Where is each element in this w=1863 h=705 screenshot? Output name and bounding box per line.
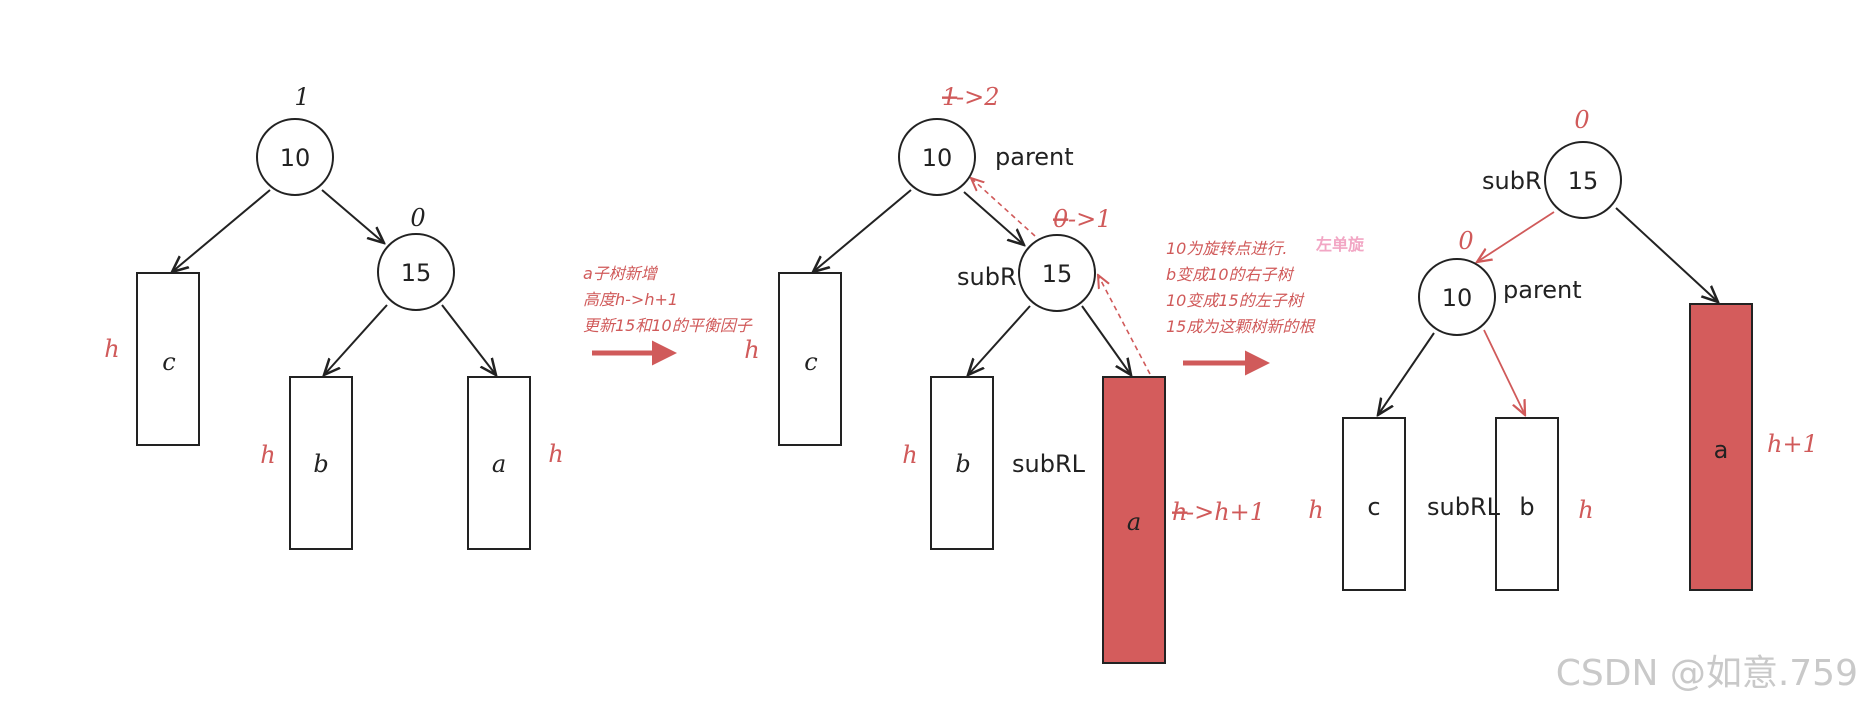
subtree-a xyxy=(467,376,531,550)
subtree-c-name: c xyxy=(804,348,817,376)
note-2: 10为旋转点进行. b变成10的右子树 10变成15的左子树 15成为这颗树新的… xyxy=(1166,235,1365,336)
node-root xyxy=(898,118,976,196)
node-child xyxy=(377,233,455,311)
subtree-b-name: b xyxy=(955,450,970,478)
subtree-c-height: h xyxy=(104,335,119,363)
note-2-line-2: b变成10的右子树 xyxy=(1166,265,1295,284)
edge-15-a xyxy=(441,304,496,375)
edge-10-c xyxy=(813,189,912,272)
node-child-value: 15 xyxy=(1042,260,1073,288)
note-1-line-3: 更新15和10的平衡因子 xyxy=(583,316,753,335)
edge-10-b xyxy=(1483,329,1525,415)
subtree-b-role-label: subRL xyxy=(1012,450,1086,478)
subtree-c-name: c xyxy=(1367,493,1380,521)
subtree-b-name: b xyxy=(1519,493,1534,521)
note-2-line-4: 15成为这颗树新的根 xyxy=(1166,317,1316,336)
edge-15-a xyxy=(1615,207,1718,302)
node-child xyxy=(1418,258,1496,336)
node-root xyxy=(256,118,334,196)
subtree-b-role-label: subRL xyxy=(1427,493,1501,521)
node-root-value: 10 xyxy=(280,144,311,172)
root-balance-factor: 0 xyxy=(1574,106,1589,134)
root-balance-factor: 1 xyxy=(294,83,309,111)
note-1-line-1: a子树新增 xyxy=(583,264,659,283)
subtree-a-name: a xyxy=(1127,508,1141,536)
edge-10-c xyxy=(1378,332,1435,415)
child-balance-new: ->1 xyxy=(1068,205,1112,233)
node-root xyxy=(1544,141,1622,219)
note-1: a子树新增 高度h->h+1 更新15和10的平衡因子 xyxy=(583,264,753,335)
child-role-label: parent xyxy=(1503,276,1582,304)
panel-1: 10 1 15 0 c h b h a h xyxy=(104,83,564,550)
child-balance-factor: 0 xyxy=(1458,227,1473,255)
subtree-b-height: h xyxy=(260,441,275,469)
watermark: CSDN @如意.759 xyxy=(1556,653,1858,694)
edge-15-10 xyxy=(1477,211,1555,262)
edge-15-a xyxy=(1081,305,1131,375)
note-2-line-3: 10变成15的左子树 xyxy=(1166,291,1305,310)
subtree-c-name: c xyxy=(162,348,175,376)
subtree-a xyxy=(1102,376,1166,664)
child-balance-factor: 0 xyxy=(410,204,425,232)
subtree-a-name: a xyxy=(492,450,506,478)
subtree-b-height: h xyxy=(1578,496,1593,524)
subtree-c-height: h xyxy=(744,336,759,364)
note-2-tag: 左单旋 xyxy=(1315,235,1365,254)
note-1-line-2: 高度h->h+1 xyxy=(583,290,678,309)
subtree-a-height-new: ->h+1 xyxy=(1186,498,1265,526)
edge-10-15 xyxy=(321,189,384,243)
subtree-b-height: h xyxy=(902,441,917,469)
subtree-b xyxy=(930,376,994,550)
root-role-label: subR xyxy=(1482,167,1542,195)
note-2-line-1: 10为旋转点进行. xyxy=(1166,239,1287,258)
subtree-c xyxy=(136,272,200,446)
root-balance-old: 1 xyxy=(942,83,957,111)
child-role-label: subR xyxy=(957,263,1017,291)
node-child-value: 10 xyxy=(1442,284,1473,312)
subtree-a-height-old: h xyxy=(1172,498,1187,526)
root-role-label: parent xyxy=(995,143,1074,171)
node-child-value: 15 xyxy=(401,259,432,287)
subtree-a xyxy=(1689,303,1753,591)
subtree-a-height: h xyxy=(548,440,563,468)
subtree-b-name: b xyxy=(313,450,328,478)
subtree-c xyxy=(778,272,842,446)
node-root-value: 10 xyxy=(922,144,953,172)
edge-10-c xyxy=(172,189,271,272)
panel-3: 15 subR 0 10 parent 0 c h b h subRL a h+… xyxy=(1308,106,1818,591)
child-balance-factor: 0 ->1 xyxy=(1053,205,1112,233)
subtree-a-name: a xyxy=(1714,436,1729,464)
subtree-c xyxy=(1342,417,1406,591)
edge-15-b xyxy=(324,304,388,375)
subtree-c-height: h xyxy=(1308,496,1323,524)
panel-2: 10 parent 1 ->2 15 subR 0 ->1 c h b h su… xyxy=(744,83,1265,664)
subtree-b xyxy=(1495,417,1559,591)
subtree-b xyxy=(289,376,353,550)
node-root-value: 15 xyxy=(1568,167,1599,195)
edge-10-15 xyxy=(963,191,1024,245)
child-balance-old: 0 xyxy=(1053,205,1068,233)
edge-15-b xyxy=(968,305,1031,375)
node-child xyxy=(1018,234,1096,312)
root-balance-new: ->2 xyxy=(956,83,1000,111)
subtree-a-height: h+1 xyxy=(1767,430,1818,458)
update-path-a-15 xyxy=(1098,275,1151,375)
root-balance-factor: 1 ->2 xyxy=(942,83,1000,111)
subtree-a-height: h ->h+1 xyxy=(1172,498,1265,526)
